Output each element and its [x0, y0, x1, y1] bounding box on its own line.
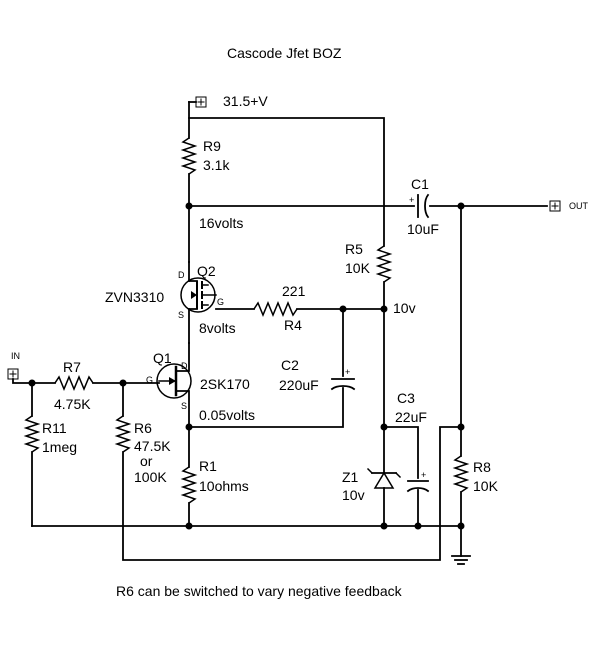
zener-z1 [366, 426, 402, 527]
voltage-16v-label: 16volts [199, 215, 243, 231]
junction-dot [185, 522, 193, 530]
mosfet-q2 [180, 261, 217, 344]
q1-gate-pin: G [146, 375, 153, 385]
r6-or: or [140, 453, 153, 469]
r7-ref: R7 [63, 359, 81, 375]
r8-value: 10K [473, 478, 499, 494]
resistor-r11 [23, 415, 41, 527]
q2-gate-pin: G [217, 297, 224, 307]
c1-polarity: + [409, 195, 414, 205]
voltage-8v-label: 8volts [199, 320, 236, 336]
c3-value: 22uF [395, 409, 427, 425]
voltage-005v-label: 0.05volts [199, 407, 255, 423]
resistor-r1 [180, 466, 198, 527]
supply-terminal [195, 96, 207, 108]
junction-dot [28, 379, 36, 387]
output-label: OUT [569, 201, 589, 211]
q1-ref: Q1 [153, 350, 172, 366]
capacitor-c1 [417, 193, 430, 219]
supply-wiring [188, 101, 385, 247]
resistor-r9 [180, 137, 198, 175]
resistor-r5 [375, 245, 393, 428]
r4-ref: R4 [284, 317, 302, 333]
r5-value: 10K [345, 260, 371, 276]
q2-gate-wiring [215, 301, 385, 317]
voltage-10v-label: 10v [393, 300, 416, 316]
capacitor-c3 [383, 426, 430, 527]
resistor-r6 [114, 415, 462, 561]
node-16v-wiring [188, 173, 548, 263]
r9-ref: R9 [203, 138, 221, 154]
r9-value: 3.1k [203, 157, 230, 173]
q2-drain-pin: D [178, 270, 185, 280]
r11-value: 1meg [42, 439, 77, 455]
c3-ref: C3 [397, 390, 415, 406]
ground-symbol [451, 555, 471, 565]
q2-ref: Q2 [197, 263, 216, 279]
r1-value: 10ohms [199, 478, 249, 494]
r4-value: 221 [282, 283, 306, 299]
footer-note: R6 can be switched to vary negative feed… [116, 583, 403, 599]
z1-ref: Z1 [342, 469, 359, 485]
q1-drain-pin: D [181, 361, 188, 371]
q1-source-pin: S [181, 401, 187, 411]
c2-ref: C2 [281, 357, 299, 373]
supply-voltage-label: 31.5+V [223, 93, 268, 109]
r6-ref: R6 [134, 420, 152, 436]
c2-value: 220uF [279, 377, 319, 393]
junction-dot [457, 423, 465, 431]
r8-ref: R8 [473, 459, 491, 475]
q2-source-pin: S [178, 310, 184, 320]
output-terminal[interactable] [549, 200, 561, 212]
r6-value-b: 100K [134, 469, 167, 485]
input-label: IN [11, 351, 20, 361]
r6-value-a: 47.5K [134, 438, 171, 454]
c3-polarity: + [421, 470, 426, 480]
jfet-q1 [156, 342, 192, 468]
r1-ref: R1 [199, 458, 217, 474]
resistor-r8 [452, 205, 470, 557]
junction-dot [380, 305, 388, 313]
input-terminal[interactable] [7, 368, 19, 380]
c1-value: 10uF [407, 221, 439, 237]
c1-ref: C1 [411, 176, 429, 192]
capacitor-c2 [188, 308, 356, 428]
schematic-title: Cascode Jfet BOZ [227, 45, 342, 61]
z1-value: 10v [342, 487, 365, 503]
junction-dot [185, 423, 193, 431]
r5-ref: R5 [345, 241, 363, 257]
c2-polarity: + [345, 367, 350, 377]
r11-ref: R11 [42, 420, 67, 436]
junction-dot [185, 202, 193, 210]
r7-value: 4.75K [54, 396, 91, 412]
junction-dot [119, 379, 127, 387]
q2-part: ZVN3310 [105, 289, 164, 305]
q1-part: 2SK170 [200, 376, 250, 392]
